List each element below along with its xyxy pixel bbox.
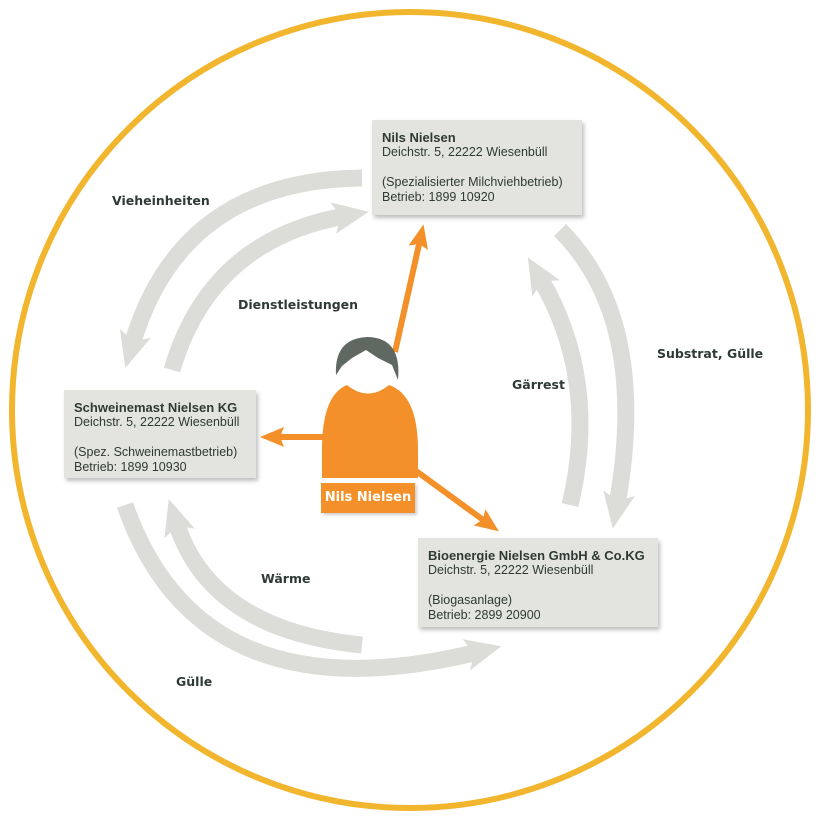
entity-box-bioenergie: Bioenergie Nielsen GmbH & Co.KG Deichstr… xyxy=(418,538,658,627)
arrow-substrat xyxy=(553,223,635,529)
entity-type: (Spez. Schweinemastbetrieb) xyxy=(74,445,238,459)
arrow-guelle xyxy=(116,502,502,677)
entity-betrieb: Betrieb: 1899 10920 xyxy=(382,190,495,204)
entity-address: Deichstr. 5, 22222 Wiesenbüll xyxy=(74,415,240,429)
entity-betrieb: Betrieb: 2899 20900 xyxy=(428,608,541,622)
entity-box-milchvieh: Nils Nielsen Deichstr. 5, 22222 Wiesenbü… xyxy=(372,120,582,215)
flow-label-substrat: Substrat, Gülle xyxy=(657,346,764,361)
entity-address: Deichstr. 5, 22222 Wiesenbüll xyxy=(382,145,548,159)
entity-box-schweinemast: Schweinemast Nielsen KG Deichstr. 5, 222… xyxy=(64,390,256,478)
entity-name: Schweinemast Nielsen KG xyxy=(74,400,238,415)
entity-name: Bioenergie Nielsen GmbH & Co.KG xyxy=(428,548,645,563)
flow-label-vieheinheiten: Vieheinheiten xyxy=(112,193,210,208)
entity-type: (Spezialisierter Milchviehbetrieb) xyxy=(382,175,563,189)
orange-arrow-top xyxy=(392,224,429,353)
flow-label-dienstleistungen: Dienstleistungen xyxy=(238,297,359,312)
outer-ring xyxy=(9,9,811,811)
arrow-waerme xyxy=(164,499,363,654)
flow-label-waerme: Wärme xyxy=(261,571,311,586)
entity-type: (Biogasanlage) xyxy=(428,593,513,607)
entity-address: Deichstr. 5, 22222 Wiesenbüll xyxy=(428,563,594,577)
entity-name: Nils Nielsen xyxy=(382,130,456,145)
flow-label-guelle: Gülle xyxy=(176,674,213,689)
orange-arrow-right xyxy=(410,465,499,532)
flow-label-gaerrest: Gärrest xyxy=(512,377,565,392)
person-label: Nils Nielsen xyxy=(321,483,415,513)
person-icon xyxy=(322,337,418,478)
arrow-vieheinheiten xyxy=(119,169,363,369)
entity-betrieb: Betrieb: 1899 10930 xyxy=(74,460,187,474)
arrow-dienstleistungen xyxy=(163,202,369,373)
arrow-gaerrest xyxy=(527,257,589,507)
